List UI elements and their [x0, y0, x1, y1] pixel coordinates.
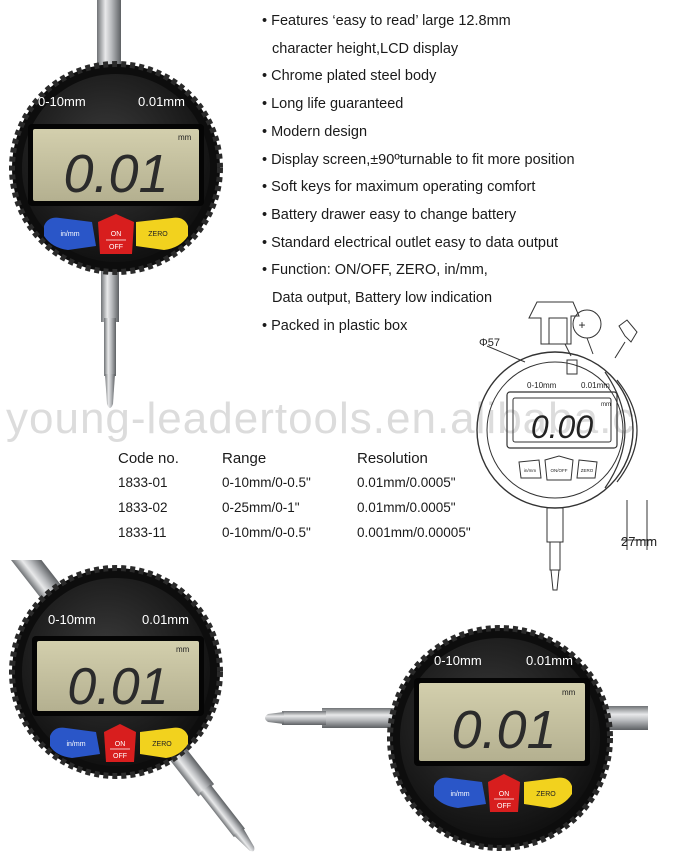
zero-button[interactable] [524, 777, 572, 808]
feature-item: • Packed in plastic box [262, 317, 408, 334]
feature-item: • Chrome plated steel body [262, 68, 437, 85]
feature-list: • Features ‘easy to read’ large 12.8mm ch… [262, 8, 575, 340]
feature-item: • Long life guaranteed [262, 96, 404, 113]
digital-indicator-bottom-right: 0-10mm 0.01mm mm 0.01 in/mm ON OFF ZERO [265, 625, 648, 851]
connector-cap-outline [618, 319, 638, 343]
inmm-label: in/mm [60, 231, 79, 238]
lcd-reading: 0.01 [63, 144, 168, 204]
on-label: ON [499, 791, 510, 798]
off-label: OFF [113, 753, 127, 760]
inmm-button[interactable] [434, 777, 486, 808]
lcd-reading: 0.01 [451, 700, 556, 760]
zero-label: ZERO [152, 741, 172, 748]
range-cell: 0-10mm/0-0.5" [222, 525, 311, 540]
code-no-cell: 1833-02 [118, 500, 168, 515]
battery-plus-sign: + [578, 318, 585, 332]
code-no-cell: 1833-01 [118, 475, 168, 490]
unit-label: mm [562, 688, 576, 697]
onoff-button[interactable] [104, 724, 136, 762]
digital-indicator-bottom-left: 0-10mm 0.01mm mm 0.01 in/mm ON OFF ZERO [0, 560, 255, 852]
resolution-cell: 0.01mm/0.0005" [357, 475, 456, 490]
resolution-cell: 0.001mm/0.00005" [357, 525, 471, 540]
feature-item: • Battery drawer easy to change battery [262, 206, 517, 223]
drawing-resolution-label: 0.01mm [581, 381, 610, 390]
lcd-reading: 0.01 [67, 658, 168, 716]
feature-item: • Function: ON/OFF, ZERO, in/mm, [262, 262, 488, 279]
resolution-label: 0.01mm [526, 653, 573, 668]
code-no-cell: 1833-11 [118, 525, 167, 540]
feature-item: • Soft keys for maximum operating comfor… [262, 179, 536, 196]
inmm-button[interactable] [50, 727, 100, 758]
feature-item-continuation: Data output, Battery low indication [272, 290, 493, 307]
drawing-inmm-label: in/mm [524, 468, 537, 473]
onoff-button[interactable] [488, 774, 520, 812]
technical-drawing: Φ57 + 0-10mm 0.01mm mm 0.00 in/mm ON/OFF… [476, 301, 657, 591]
spec-header-row: Code no. Range Resolution [118, 450, 471, 475]
on-label: ON [115, 741, 126, 748]
table-row: 1833-01 0-10mm/0-0.5" 0.01mm/0.0005" [118, 475, 471, 500]
on-label: ON [111, 231, 122, 238]
drawing-unit-label: mm [601, 402, 611, 408]
range-cell: 0-25mm/0-1" [222, 500, 300, 515]
lcd-outline [506, 391, 618, 449]
resolution-label: 0.01mm [138, 94, 185, 109]
header-code-no: Code no. [118, 450, 179, 467]
feature-item-continuation: character height,LCD display [272, 40, 459, 57]
drawing-onoff-label: ON/OFF [551, 468, 568, 473]
resolution-label: 0.01mm [142, 612, 189, 627]
onoff-button[interactable] [98, 214, 134, 254]
table-row: 1833-02 0-25mm/0-1" 0.01mm/0.0005" [118, 500, 471, 525]
lcd-display [419, 683, 585, 761]
range-label: 0-10mm [38, 94, 86, 109]
battery-drawer-outline [528, 301, 580, 345]
inmm-label: in/mm [450, 791, 469, 798]
range-label: 0-10mm [48, 612, 96, 627]
zero-label: ZERO [536, 791, 556, 798]
zero-button[interactable] [140, 727, 188, 758]
drawing-zero-label: ZERO [581, 468, 594, 473]
feature-item: • Modern design [262, 123, 368, 140]
battery-cell-outline [572, 309, 602, 339]
header-resolution: Resolution [357, 450, 428, 467]
zero-button[interactable] [136, 217, 188, 250]
lcd-display [33, 129, 199, 201]
header-range: Range [222, 450, 267, 467]
range-cell: 0-10mm/0-0.5" [222, 475, 311, 490]
feature-item: • Features ‘easy to read’ large 12.8mm [262, 13, 511, 29]
feature-item: • Display screen,±90ºturnable to fit mor… [262, 151, 575, 168]
depth-label: 27mm [621, 534, 657, 549]
off-label: OFF [497, 803, 511, 810]
feature-item: • Standard electrical outlet easy to dat… [262, 234, 559, 251]
zero-label: ZERO [148, 231, 168, 238]
range-label: 0-10mm [434, 653, 482, 668]
unit-label: mm [176, 645, 190, 654]
resolution-cell: 0.01mm/0.0005" [357, 500, 456, 515]
lcd-display [37, 641, 199, 711]
inmm-button[interactable] [44, 217, 96, 250]
inmm-label: in/mm [66, 741, 85, 748]
drawing-reading: 0.00 [531, 409, 593, 445]
table-row: 1833-11 0-10mm/0-0.5" 0.001mm/0.00005" [118, 525, 471, 550]
unit-label: mm [178, 133, 192, 142]
spec-table: Code no. Range Resolution 1833-01 0-10mm… [118, 450, 471, 550]
digital-indicator-top: 0-10mm 0.01mm mm 0.01 in/mm ON OFF ZERO [9, 0, 223, 408]
off-label: OFF [109, 244, 123, 251]
drawing-range-label: 0-10mm [527, 381, 557, 390]
diameter-label: Φ57 [479, 337, 500, 349]
